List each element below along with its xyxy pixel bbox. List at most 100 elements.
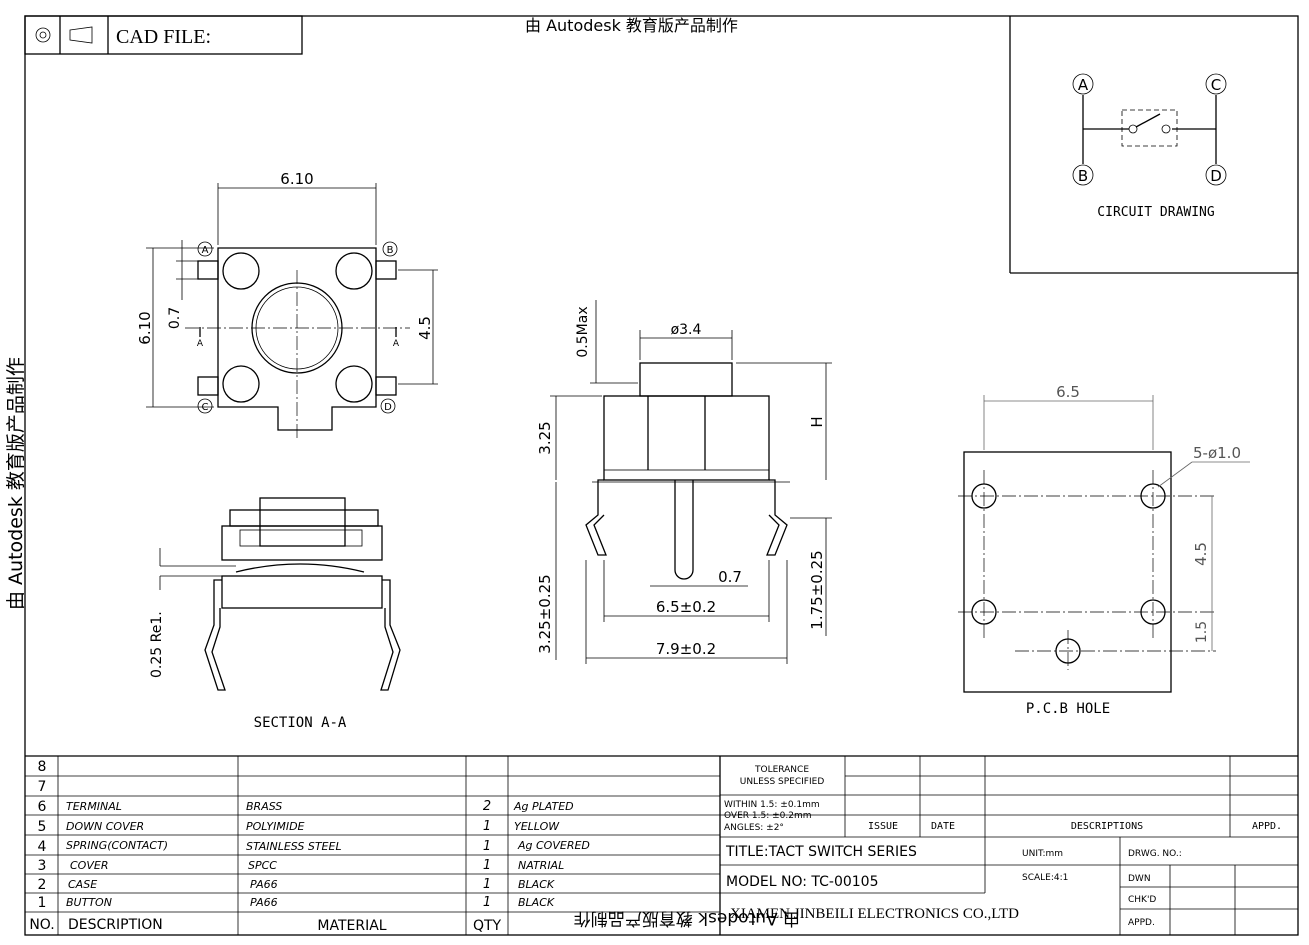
pin-label-a: A [202, 245, 209, 256]
bom-row-qty: 1 [483, 858, 491, 873]
dim-span-inner: 6.5±0.2 [656, 598, 716, 616]
bom-row-qty: 1 [483, 819, 491, 834]
bom-row-material: POLYIMIDE [246, 820, 305, 833]
bom-row-material: STAINLESS STEEL [246, 840, 342, 853]
bom-row-material: BRASS [246, 800, 282, 813]
dim-span-outer: 7.9±0.2 [656, 640, 716, 658]
dim-lead-length: 3.25±0.25 [536, 574, 554, 653]
bom-row-description: CASE [68, 878, 97, 891]
chkd-label: CHK'D [1128, 895, 1156, 905]
title-block: TOLERANCE UNLESS SPECIFIED WITHIN 1.5: ±… [720, 756, 1298, 935]
appd-label: APPD. [1128, 918, 1155, 928]
drawing-title: TITLE:TACT SWITCH SERIES [725, 844, 917, 860]
bom-row-description: BUTTON [66, 896, 112, 909]
bom-row-finish: BLACK [518, 878, 555, 891]
unit-label: UNIT:mm [1022, 849, 1063, 859]
tolerance-within: WITHIN 1.5: ±0.1mm [724, 800, 820, 810]
dim-body-height: 3.25 [536, 421, 554, 454]
appd-header: APPD. [1252, 821, 1282, 832]
bom-row-qty: 1 [483, 839, 491, 854]
section-title: SECTION A-A [254, 715, 347, 731]
bom-row-no: 3 [38, 858, 47, 874]
date-header: DATE [931, 821, 955, 832]
bom-row-material: SPCC [248, 859, 277, 872]
bom-row-no: 2 [38, 877, 47, 893]
top-view: 6.10 6.10 0.7 4.5 A A A B C D [136, 170, 438, 440]
bom-header-no: NO. [29, 917, 54, 933]
bom-header-description: DESCRIPTION [68, 917, 163, 933]
bom-row-finish: Ag PLATED [513, 800, 574, 813]
bom-row-description: TERMINAL [66, 800, 122, 813]
bom-row-finish: BLACK [518, 896, 555, 909]
section-mark-left: A [197, 339, 204, 349]
tolerance-over: OVER 1.5: ±0.2mm [724, 811, 811, 821]
watermark-top: 由 Autodesk 教育版产品制作 [525, 16, 738, 35]
tolerance-line1: TOLERANCE [754, 765, 809, 775]
dim-pin-width: 0.7 [167, 307, 183, 329]
pcb-hole-view: 6.5 5-ø1.0 4.5 1.5 P.C.B HOLE [958, 383, 1250, 717]
bom-header-material: MATERIAL [317, 918, 386, 934]
bom-row-qty: 1 [483, 877, 491, 892]
bom-row-no: 1 [38, 895, 47, 911]
bom-row-description: DOWN COVER [66, 820, 144, 833]
bom-row-finish: YELLOW [514, 820, 560, 833]
dim-pcb-width: 6.5 [1056, 383, 1080, 401]
circuit-drawing: A B C D CIRCUIT DRAWING [1009, 16, 1298, 274]
dim-plunger-dia: ø3.4 [671, 322, 702, 338]
descriptions-header: DESCRIPTIONS [1071, 821, 1143, 832]
terminal-b-label: B [1078, 167, 1088, 185]
dim-spring-radius: 0.25 Re1. [149, 611, 165, 678]
dim-plunger-max: 0.5Max [575, 306, 591, 357]
watermark-bottom: 由 Autodesk 教育版产品制作 [574, 908, 800, 928]
bom-row-no: 8 [38, 759, 47, 775]
terminal-a-label: A [1078, 76, 1089, 94]
issue-header: ISSUE [868, 821, 898, 832]
bom-row-no: 6 [38, 799, 47, 815]
bom-row-no: 4 [38, 839, 47, 855]
bom-row-no: 5 [38, 819, 47, 835]
cad-file-box [24, 15, 303, 55]
bom-row-description: SPRING(CONTACT) [66, 839, 168, 852]
pin-label-c: C [202, 402, 209, 413]
watermark-left: 由 Autodesk 教育版产品制作 [5, 357, 27, 610]
dim-top-height: 6.10 [136, 311, 154, 344]
circuit-title: CIRCUIT DRAWING [1097, 205, 1215, 220]
section-mark-right: A [393, 339, 400, 349]
pcb-title: P.C.B HOLE [1026, 701, 1110, 717]
side-view: ø3.4 0.5Max 3.25 3.25±0.25 H 1.75±0.25 0… [536, 300, 832, 664]
dim-top-width: 6.10 [280, 170, 313, 188]
terminal-c-label: C [1211, 76, 1221, 94]
bom-header-qty: QTY [473, 918, 502, 934]
bom-row-qty: 1 [483, 895, 491, 910]
dim-pin-thickness: 0.7 [718, 568, 742, 586]
bom-row-finish: NATRIAL [518, 859, 564, 872]
bom-row-material: PA66 [250, 878, 278, 891]
dim-pcb-holes: 5-ø1.0 [1193, 444, 1241, 462]
dim-height-h: H [808, 416, 826, 427]
bom-row-qty: 2 [483, 799, 491, 814]
dwn-label: DWN [1128, 874, 1151, 884]
drwg-no-label: DRWG. NO.: [1128, 849, 1182, 859]
dim-pcb-vertical: 4.5 [1192, 542, 1210, 566]
tolerance-angles: ANGLES: ±2° [724, 823, 784, 833]
sheet-border [24, 15, 1299, 936]
section-view: 0.25 Re1. SECTION A-A [149, 497, 401, 731]
tolerance-line2: UNLESS SPECIFIED [740, 777, 825, 787]
bom-table: 8 7 6 TERMINAL BRASS 2 Ag PLATED 5 DOWN … [25, 755, 1298, 935]
cad-file-label: CAD FILE: [116, 26, 211, 48]
terminal-d-label: D [1210, 167, 1222, 185]
bom-row-finish: Ag COVERED [517, 839, 590, 852]
model-number: MODEL NO: TC-00105 [726, 874, 878, 890]
dim-foot-height: 1.75±0.25 [808, 550, 826, 629]
pin-label-d: D [384, 402, 392, 413]
bom-row-material: PA66 [250, 896, 278, 909]
pin-label-b: B [387, 245, 394, 256]
dim-pcb-small: 1.5 [1194, 621, 1210, 643]
bom-row-description: COVER [70, 859, 108, 872]
projection-symbol-icon [35, 26, 93, 44]
company-name: XIAMEN JINBEILI ELECTRONICS CO.,LTD [730, 906, 1019, 922]
dim-pin-pitch: 4.5 [416, 316, 434, 340]
scale-label: SCALE:4:1 [1022, 873, 1068, 883]
bom-row-no: 7 [38, 779, 47, 795]
